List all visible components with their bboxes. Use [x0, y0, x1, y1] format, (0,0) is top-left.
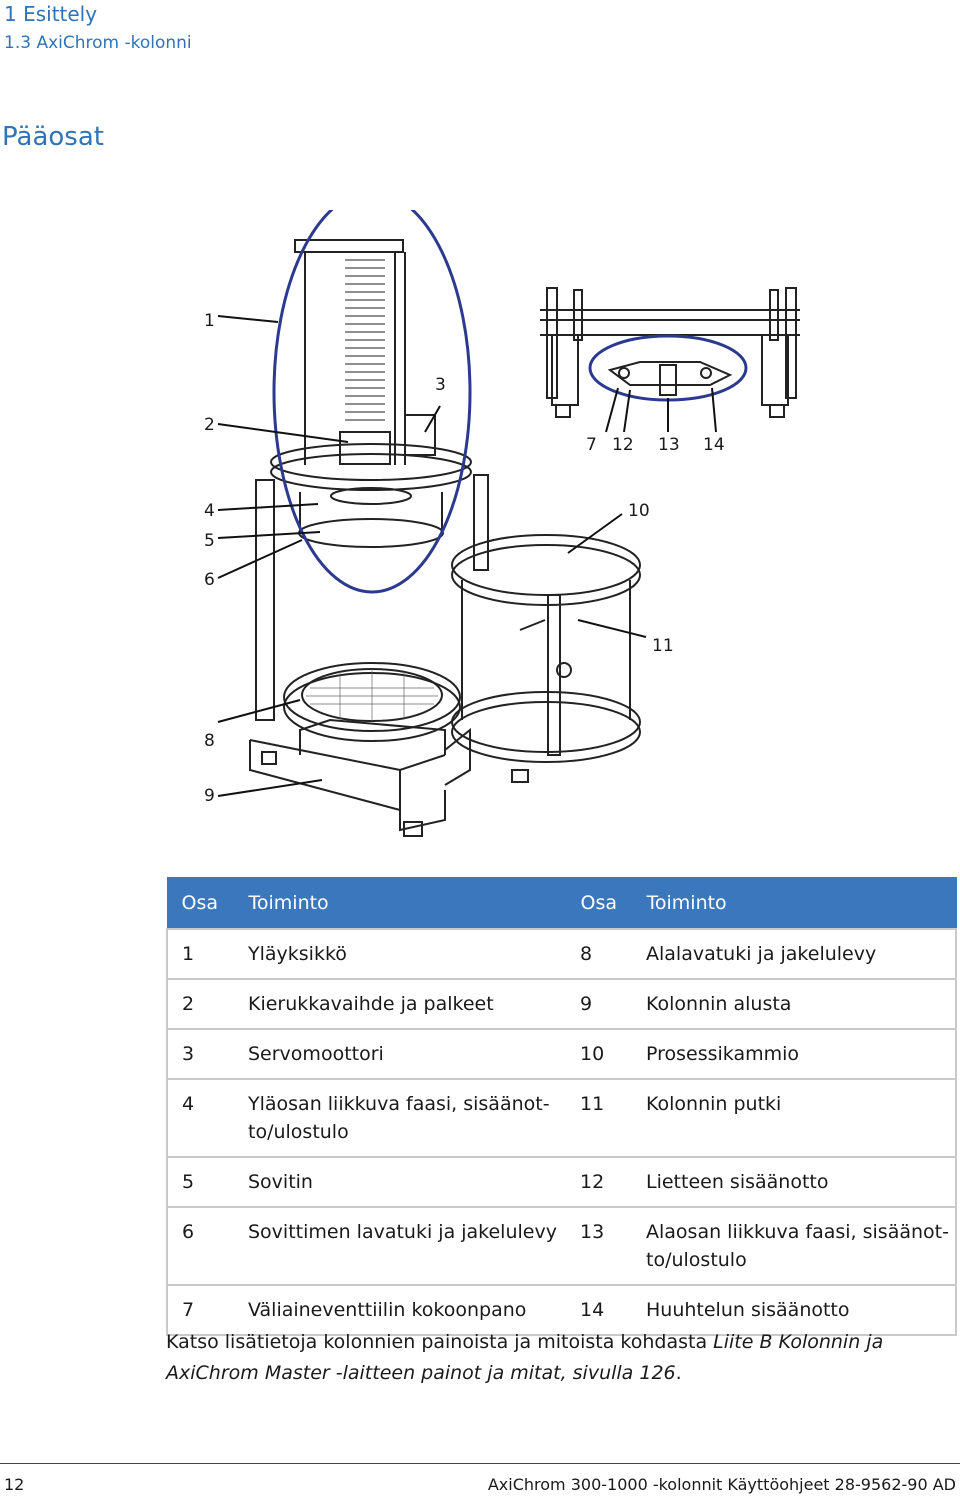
part-function: Huuhtelun sisäänotto — [632, 1284, 957, 1336]
part-function: Sovittimen lavatuki ja jakelulevy — [234, 1206, 566, 1286]
appendix-link[interactable]: Liite B Kolonnin ja AxiChrom Master -lai… — [166, 1331, 884, 1384]
header-part: Osa — [166, 877, 235, 930]
note-text: Katso lisätietoja kolonnien painoista ja… — [166, 1331, 714, 1353]
callout-10: 10 — [628, 501, 650, 521]
table-row: 7 Väliaineventtiilin kokoonpano 14 Huuht… — [166, 1284, 957, 1336]
table-row: 2 Kierukkavaihde ja palkeet 9 Kolonnin a… — [166, 978, 957, 1030]
part-number: 7 — [166, 1284, 234, 1336]
part-number: 9 — [566, 978, 632, 1030]
part-function: Alaosan liikkuva faasi, sisäänot-to/ulos… — [632, 1206, 957, 1286]
callout-2: 2 — [204, 415, 215, 435]
callout-12: 12 — [612, 435, 634, 455]
callout-11: 11 — [652, 636, 674, 656]
table-row: 5 Sovitin 12 Lietteen sisäänotto — [166, 1156, 957, 1208]
header-function: Toiminto — [233, 877, 567, 930]
table-row: 3 Servomoottori 10 Prosessikammio — [166, 1028, 957, 1080]
part-function: Yläyksikkö — [234, 928, 566, 980]
part-number: 4 — [166, 1078, 234, 1158]
column-diagram: 1 2 3 4 5 6 7 12 13 14 10 11 8 9 — [204, 210, 800, 837]
note-end: . — [675, 1362, 682, 1384]
part-number: 11 — [566, 1078, 632, 1158]
callout-3: 3 — [435, 375, 446, 395]
part-function: Prosessikammio — [632, 1028, 957, 1080]
header-part: Osa — [565, 877, 633, 930]
part-function: Yläosan liikkuva faasi, sisäänot-to/ulos… — [234, 1078, 566, 1158]
part-number: 8 — [566, 928, 632, 980]
part-function: Sovitin — [234, 1156, 566, 1208]
table-row: 1 Yläyksikkö 8 Alalavatuki ja jakelulevy — [166, 928, 957, 980]
part-function: Servomoottori — [234, 1028, 566, 1080]
table-row: 6 Sovittimen lavatuki ja jakelulevy 13 A… — [166, 1206, 957, 1286]
part-number: 10 — [566, 1028, 632, 1080]
callout-1: 1 — [204, 311, 215, 331]
table-header-row: Osa Toiminto Osa Toiminto — [166, 877, 957, 930]
callout-4: 4 — [204, 501, 215, 521]
callout-13: 13 — [658, 435, 680, 455]
part-number: 5 — [166, 1156, 234, 1208]
callout-8: 8 — [204, 731, 215, 751]
section-title: 1.3 AxiChrom -kolonni — [4, 33, 192, 53]
part-number: 14 — [566, 1284, 632, 1336]
chapter-title: 1 Esittely — [4, 2, 98, 26]
part-number: 3 — [166, 1028, 234, 1080]
part-function: Lietteen sisäänotto — [632, 1156, 957, 1208]
part-number: 1 — [166, 928, 234, 980]
callout-14: 14 — [703, 435, 725, 455]
part-function: Kierukkavaihde ja palkeet — [234, 978, 566, 1030]
part-number: 2 — [166, 978, 234, 1030]
part-function: Kolonnin putki — [632, 1078, 957, 1158]
footer-rule — [0, 1463, 960, 1464]
parts-table: Osa Toiminto Osa Toiminto 1 Yläyksikkö 8… — [166, 877, 957, 1336]
part-function: Kolonnin alusta — [632, 978, 957, 1030]
part-number: 12 — [566, 1156, 632, 1208]
page-number: 12 — [4, 1475, 25, 1494]
document-title: AxiChrom 300-1000 -kolonnit Käyttöohjeet… — [487, 1475, 956, 1494]
reference-note: Katso lisätietoja kolonnien painoista ja… — [166, 1327, 958, 1389]
table-row: 4 Yläosan liikkuva faasi, sisäänot-to/ul… — [166, 1078, 957, 1158]
page-heading: Pääosat — [2, 122, 104, 152]
callout-6: 6 — [204, 570, 215, 590]
part-number: 6 — [166, 1206, 234, 1286]
part-function: Väliaineventtiilin kokoonpano — [234, 1284, 566, 1336]
callout-7: 7 — [586, 435, 597, 455]
part-function: Alalavatuki ja jakelulevy — [632, 928, 957, 980]
header-function: Toiminto — [631, 877, 957, 930]
part-number: 13 — [566, 1206, 632, 1286]
callout-5: 5 — [204, 531, 215, 551]
callout-9: 9 — [204, 786, 215, 806]
